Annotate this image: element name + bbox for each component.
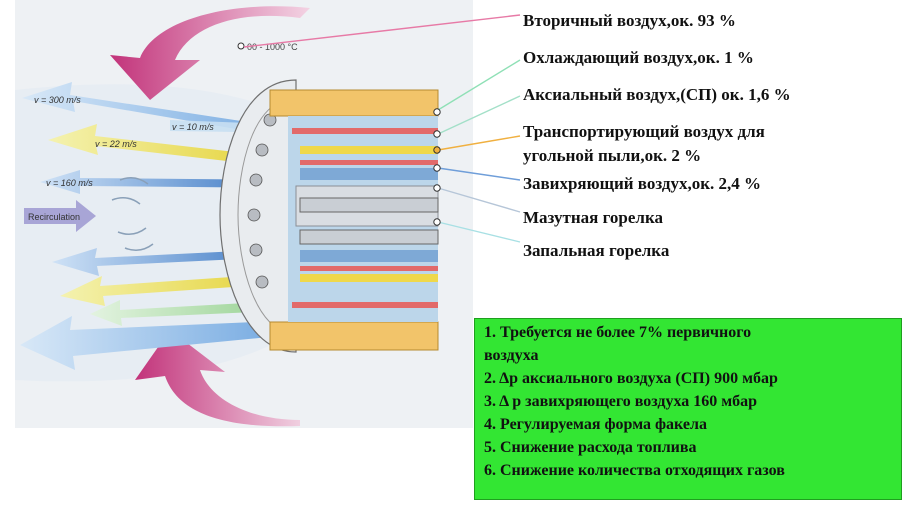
top-magenta-arrow bbox=[110, 6, 310, 100]
channel-red-mid bbox=[300, 160, 438, 165]
channel-red-bottom bbox=[300, 266, 438, 271]
note-line: 5. Снижение расхода топлива bbox=[484, 439, 697, 456]
housing-bottom bbox=[269, 321, 439, 351]
note-line: 6. Снижение количества отходящих газов bbox=[484, 462, 785, 479]
label-transport-air-cont: угольной пыли,ок. 2 % bbox=[523, 146, 702, 165]
housing-top bbox=[269, 89, 439, 117]
bottom-magenta-arrow bbox=[135, 330, 300, 427]
label-swirl-air: Завихряющий воздух,ок. 2,4 % bbox=[523, 174, 762, 193]
leader-lines bbox=[243, 14, 521, 243]
stream-160 bbox=[40, 170, 300, 194]
note-line: 4. Регулируемая форма факела bbox=[484, 416, 707, 433]
notes-box: 1. Требуется не более 7% первичного возд… bbox=[474, 318, 902, 500]
stream-lower-wide bbox=[20, 316, 300, 370]
swirl-mark bbox=[111, 197, 141, 205]
channel-red-low bbox=[292, 302, 438, 308]
temp-marker bbox=[237, 42, 245, 50]
note-line: 1. Требуется не более 7% первичного bbox=[484, 324, 752, 341]
label-secondary-air: Вторичный воздух,ок. 93 % bbox=[523, 11, 736, 30]
speed-label: v = 160 m/s bbox=[46, 178, 93, 188]
speed-label: v = 300 m/s bbox=[34, 95, 81, 105]
swirl-mark bbox=[119, 177, 149, 185]
ignition-lance bbox=[299, 229, 439, 245]
recirculation-label: Recirculation bbox=[28, 212, 80, 222]
label-ignition-burner: Запальная горелка bbox=[523, 241, 670, 260]
leader-dots bbox=[433, 108, 441, 226]
channel-yellow-bottom bbox=[300, 274, 438, 282]
channel-red-top bbox=[292, 128, 438, 134]
label-transport-air: Транспортирующий воздух для bbox=[523, 122, 765, 141]
recirculation-arrow bbox=[24, 200, 96, 232]
oil-lance bbox=[299, 197, 439, 213]
note-line: 2. Δр аксиального воздуха (СП) 900 мбар bbox=[484, 370, 778, 387]
swirl-mark bbox=[124, 243, 154, 251]
burner-bolts bbox=[247, 113, 277, 289]
label-cooling-air: Охлаждающий воздух,ок. 1 % bbox=[523, 48, 754, 67]
channel-blue-bottom bbox=[300, 250, 438, 262]
channel-yellow-top bbox=[300, 146, 438, 154]
temp-label: 00 - 1000 °C bbox=[247, 42, 298, 52]
label-axial-air: Аксиальный воздух,(СП) ок. 1,6 % bbox=[523, 85, 791, 104]
channel-blue-swirl bbox=[300, 168, 438, 180]
speed-label: v = 22 m/s bbox=[95, 139, 137, 149]
speed-label: v = 10 m/s bbox=[172, 122, 214, 132]
swirl-mark bbox=[117, 227, 147, 235]
note-line: воздуха bbox=[484, 347, 539, 364]
note-line: 3. Δ р завихряющего воздуха 160 мбар bbox=[484, 393, 758, 410]
label-oil-burner: Мазутная горелка bbox=[523, 208, 663, 227]
